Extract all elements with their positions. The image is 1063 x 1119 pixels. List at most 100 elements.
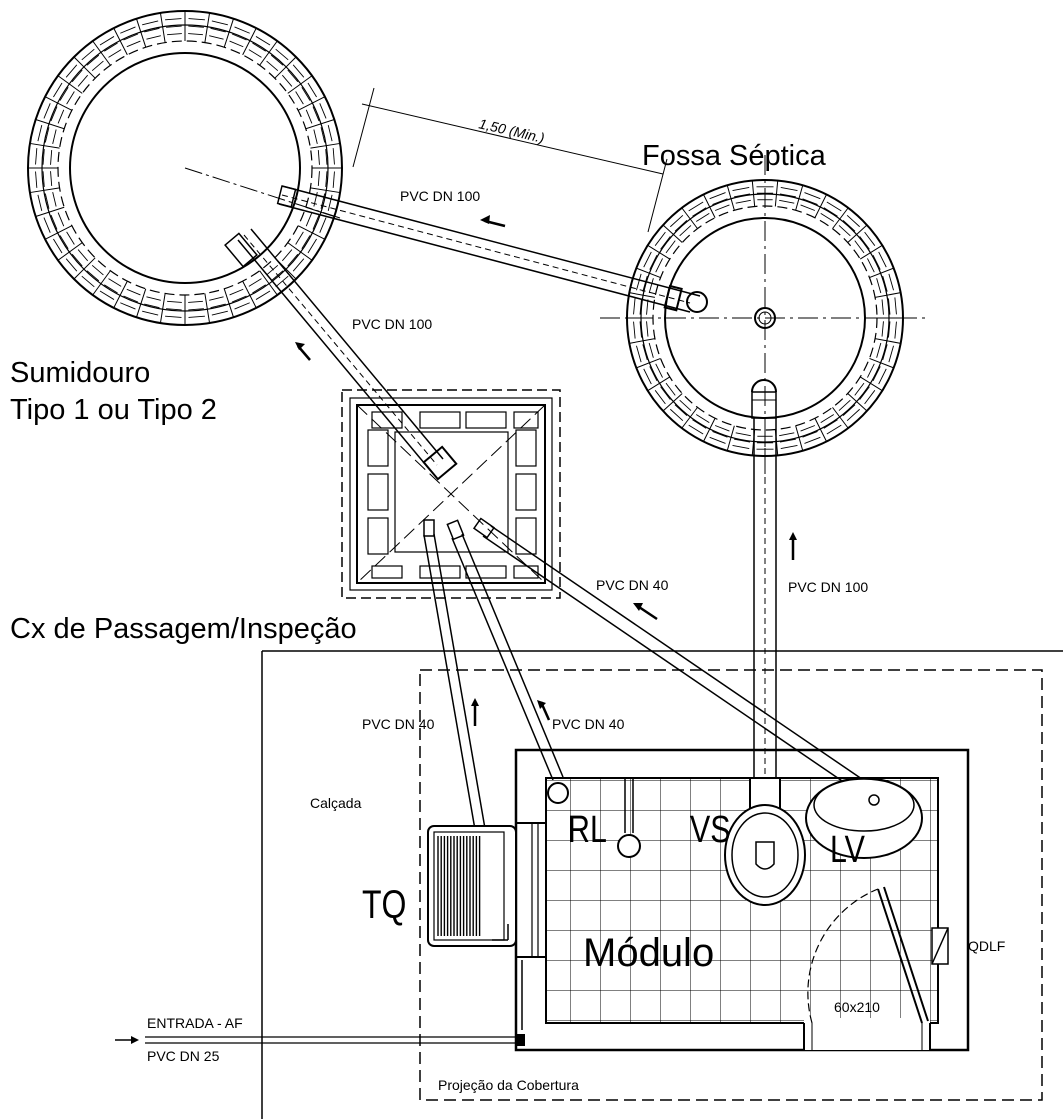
ring-block-edge (629, 292, 655, 298)
ring-block-edge (795, 185, 804, 211)
ring-block-hatch (126, 40, 141, 48)
ring-block-edge (875, 338, 901, 344)
ring-block-edge (869, 357, 894, 369)
ring-block-hatch (317, 171, 320, 186)
ring-block-edge (136, 18, 147, 48)
ring-block-hatch (248, 278, 262, 287)
fixture-tq-label: TQ (362, 882, 406, 927)
ring-block-edge (629, 338, 655, 344)
ring-block-hatch (859, 236, 870, 250)
ring-block-hatch (320, 127, 326, 143)
ring-block-hatch (210, 303, 226, 309)
ring-block-hatch (146, 35, 161, 40)
caixa-block (371, 411, 403, 429)
ring-block-hatch (266, 264, 279, 276)
ring-block-hatch (295, 91, 304, 105)
ring-block-hatch (270, 54, 284, 66)
ring-block-edge (859, 244, 883, 260)
ring-block-hatch (332, 148, 335, 165)
ring-block-hatch (823, 207, 838, 217)
ring-block-hatch (319, 217, 327, 233)
ring-block-hatch (820, 414, 835, 423)
ring-block-hatch (804, 192, 821, 200)
ring-block-hatch (71, 253, 83, 267)
ring-block-hatch (642, 344, 648, 361)
ring-block-hatch (234, 302, 250, 310)
fossa-septica-ring (600, 155, 925, 480)
fixture-vs-label: VS (690, 809, 731, 851)
distance-dimension: 1,50 (Min.) (352, 87, 668, 233)
ring-block-edge (29, 187, 60, 194)
ring-block-edge (159, 293, 166, 324)
projecao-label: Projeção da Cobertura (438, 1077, 579, 1093)
ring-block-hatch (275, 48, 289, 61)
ring-block-edge (242, 280, 257, 309)
ring-block-hatch (660, 386, 671, 400)
ring-block-hatch (779, 199, 795, 204)
ring-block-hatch (188, 18, 205, 21)
ring-block-hatch (144, 27, 160, 33)
pipe-fossa-to-sumidouro (276, 185, 701, 313)
caixa-passagem (341, 389, 561, 599)
rl-drain (547, 778, 641, 858)
ring-block-hatch (674, 220, 688, 232)
ring-block-hatch (894, 297, 897, 315)
ring-block-hatch (692, 207, 707, 217)
ring-block-edge (274, 56, 297, 79)
ring-block-hatch (81, 48, 95, 61)
lv-sink (805, 777, 923, 859)
ring-block-edge (869, 267, 894, 279)
pipe-label-vs-fossa: PVC DN 100 (788, 579, 868, 595)
ring-block-hatch (210, 27, 226, 33)
ring-block-hatch (312, 214, 320, 230)
vs-toilet (724, 777, 806, 906)
ring-block-hatch (108, 49, 122, 58)
ring-block-hatch (123, 295, 139, 303)
ring-block-edge (287, 75, 313, 94)
ring-block-edge (57, 242, 83, 261)
ring-block-edge (636, 267, 661, 279)
ring-block-hatch (692, 419, 707, 429)
ring-block-hatch (867, 363, 875, 378)
ring-block-hatch (287, 253, 299, 267)
ring-block-hatch (77, 74, 89, 87)
ring-block-hatch (188, 300, 203, 303)
ring-block-edge (297, 96, 326, 111)
pipe-label-entrada: PVC DN 25 (147, 1048, 220, 1064)
ring-block-edge (681, 407, 698, 429)
ring-block-hatch (188, 315, 205, 318)
ring-block-hatch (209, 35, 224, 40)
ring-block-edge (204, 293, 211, 324)
ring-block-hatch (655, 363, 663, 378)
caixa-title: Cx de Passagem/Inspeção (10, 613, 357, 645)
ring-block-hatch (86, 54, 100, 66)
ring-block-edge (73, 56, 96, 79)
ring-block-edge (204, 12, 211, 43)
ring-block-hatch (144, 303, 160, 309)
ring-block-hatch (732, 444, 750, 449)
ring-block-hatch (802, 430, 818, 438)
ring-block-hatch (167, 300, 182, 303)
ring-block-hatch (327, 125, 333, 142)
ring-block-edge (647, 376, 671, 392)
ring-block-hatch (648, 278, 654, 294)
ring-block-edge (310, 187, 341, 194)
ring-block-hatch (43, 103, 51, 119)
ring-block-edge (35, 206, 65, 217)
ring-block-hatch (649, 254, 658, 270)
ring-block-edge (259, 40, 278, 66)
ring-block-edge (113, 27, 128, 56)
ring-block-hatch (709, 436, 726, 444)
caixa-block (513, 565, 539, 579)
ring-block-edge (662, 393, 683, 412)
ring-block-hatch (120, 302, 136, 310)
ring-block-hatch (826, 201, 842, 212)
ring-block-hatch (325, 149, 328, 165)
ring-block-edge (703, 418, 716, 442)
ring-block-hatch (846, 214, 860, 228)
ring-block-hatch (42, 149, 45, 165)
ring-block-edge (287, 242, 313, 261)
ring-block-hatch (44, 193, 50, 209)
ring-block-hatch (639, 298, 642, 315)
fixture-lv-label: LV (830, 829, 865, 871)
